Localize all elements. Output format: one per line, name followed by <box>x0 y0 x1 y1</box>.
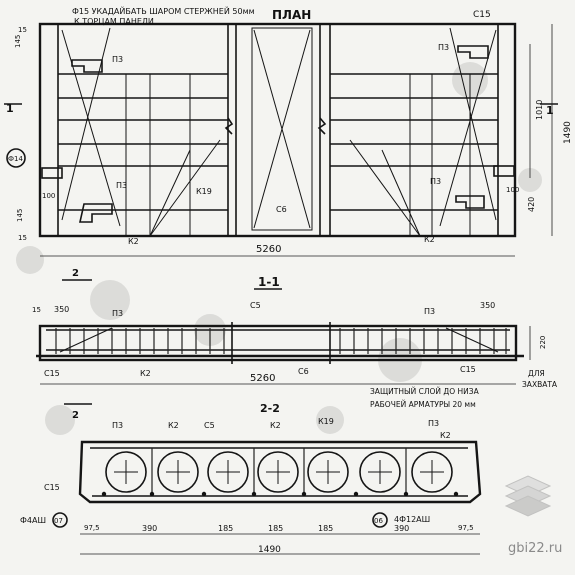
plan-title: ПЛАН <box>272 8 311 22</box>
section-2-2-dim-390-right-val: 390 <box>394 524 409 533</box>
section-2-2-bar-right-circle <box>372 512 388 528</box>
section-2-2-dim-97-left: 97,5 <box>84 524 100 532</box>
section-2-2-bottom-bars <box>101 491 459 497</box>
section-1-1-lift-note-1: ДЛЯ <box>528 369 545 378</box>
section-2-2: 2-2 <box>20 402 482 555</box>
plan-dim-145-top: 145 <box>14 35 22 48</box>
plan-dim-15-bot: 15 <box>18 234 27 242</box>
section-1-1-body <box>38 324 518 362</box>
section-2-2-dim-185-a: 185 <box>218 524 233 533</box>
section-1-1-label-c15-right: С15 <box>460 365 476 374</box>
section-1-1-title: 1-1 <box>258 275 280 289</box>
plan-dim-100-right: 100 <box>506 186 519 194</box>
plan-note-line2: К ТОРЦАМ ПАНЕЛИ <box>74 17 154 26</box>
plan-marker-left: Ф14 <box>8 155 23 163</box>
plan-dim-width: 1490 <box>563 121 573 144</box>
section-2-2-label-k2-a: К2 <box>168 421 179 430</box>
section-1-1-label-p3-left: П3 <box>112 309 123 318</box>
plan-outline <box>38 22 517 238</box>
section-2-2-bar-left-circle <box>52 512 68 528</box>
section-2-2-dim-390-left: 390 <box>142 524 157 533</box>
section-1-1-label-c6: С6 <box>298 367 309 376</box>
watermark: gbi22.ru <box>504 475 562 556</box>
plan-marker-circle <box>6 148 26 168</box>
section-2-2-cores <box>105 451 453 493</box>
section-2-2-label-p3-left: П3 <box>112 421 123 430</box>
section-1-1-label-p3-right: П3 <box>424 307 435 316</box>
section-1-1-label-c15-left: С15 <box>44 369 60 378</box>
section-2-2-title: 2-2 <box>260 402 280 415</box>
section-2-2-dim-185-c: 185 <box>318 524 333 533</box>
section-2-2-bar-right: 4Ф12АШ <box>394 515 430 524</box>
section-1-1-dim-220: 220 <box>539 336 547 349</box>
plan-label-c6: С6 <box>276 205 287 214</box>
plan-section-2: 2 <box>72 268 79 279</box>
plan-view: ПЛАН Ф15 УКАДАЙБАТЬ ШАРОМ СТЕРЖНЕЙ 50мм … <box>4 5 573 281</box>
plan-section-1-left: 1 <box>6 102 14 115</box>
section-2-2-bar-left: Ф4АШ <box>20 516 46 525</box>
plan-section-1-right: 1 <box>546 104 554 117</box>
plan-dim-length: 5260 <box>256 244 281 255</box>
watermark-site: gbi22.ru <box>508 541 562 556</box>
section-1-1-label-c5: С5 <box>250 301 261 310</box>
plan-label-p3-bl: П3 <box>116 181 127 190</box>
section-1-1-section-2: 2 <box>72 410 79 421</box>
watermark-logo-icon <box>504 475 552 517</box>
section-1-1-stirrups-right <box>339 328 507 354</box>
plan-label-c15: С15 <box>473 10 491 20</box>
section-2-2-label-c15: С15 <box>44 483 60 492</box>
section-1-1-cover-note-1: ЗАЩИТНЫЙ СЛОЙ ДО НИЗА <box>370 387 480 396</box>
section-1-1: 1-1 <box>32 275 558 421</box>
plan-label-k19: К19 <box>196 187 212 196</box>
section-1-1-dim-350-right: 350 <box>480 301 495 310</box>
section-2-2-label-k19: К19 <box>318 417 334 426</box>
section-1-1-dim-15: 15 <box>32 306 41 314</box>
plan-label-k2-left: К2 <box>128 237 139 246</box>
plan-dim-inner: 1010 <box>535 100 544 120</box>
section-2-2-dim-width: 1490 <box>258 545 281 555</box>
section-2-2-label-k2-c: К2 <box>440 431 451 440</box>
plan-dim-420: 420 <box>527 197 536 212</box>
section-1-1-dim-length: 5260 <box>250 373 275 384</box>
section-1-1-label-k2: К2 <box>140 369 151 378</box>
plan-label-p3-tr: П3 <box>438 43 449 52</box>
section-2-2-dim-185-b: 185 <box>268 524 283 533</box>
plan-label-k2-right: К2 <box>424 235 435 244</box>
plan-dim-15-top: 15 <box>18 26 27 34</box>
section-2-2-dim-97-right: 97,5 <box>458 524 474 532</box>
plan-dim-145-bot: 145 <box>16 209 24 222</box>
plan-note-line1: Ф15 УКАДАЙБАТЬ ШАРОМ СТЕРЖНЕЙ 50мм <box>72 5 255 16</box>
section-1-1-dim-350-left: 350 <box>54 305 69 314</box>
section-2-2-bar-right-mark: 06 <box>374 517 383 525</box>
section-2-2-bar-left-mark: 07 <box>54 517 63 525</box>
plan-dim-100-left: 100 <box>42 192 55 200</box>
section-2-2-label-c5: С5 <box>204 421 215 430</box>
section-1-1-stirrups-left <box>55 328 225 354</box>
section-2-2-label-p3-right: П3 <box>428 419 439 428</box>
section-1-1-lift-note-2: ЗАХВАТА <box>522 380 558 389</box>
plan-label-p3-tl: П3 <box>112 55 123 64</box>
section-2-2-label-k2-b: К2 <box>270 421 281 430</box>
plan-label-p3-br: П3 <box>430 177 441 186</box>
section-1-1-cover-note-2: РАБОЧЕЙ АРМАТУРЫ 20 мм <box>370 400 476 409</box>
section-2-2-outline <box>78 440 482 504</box>
